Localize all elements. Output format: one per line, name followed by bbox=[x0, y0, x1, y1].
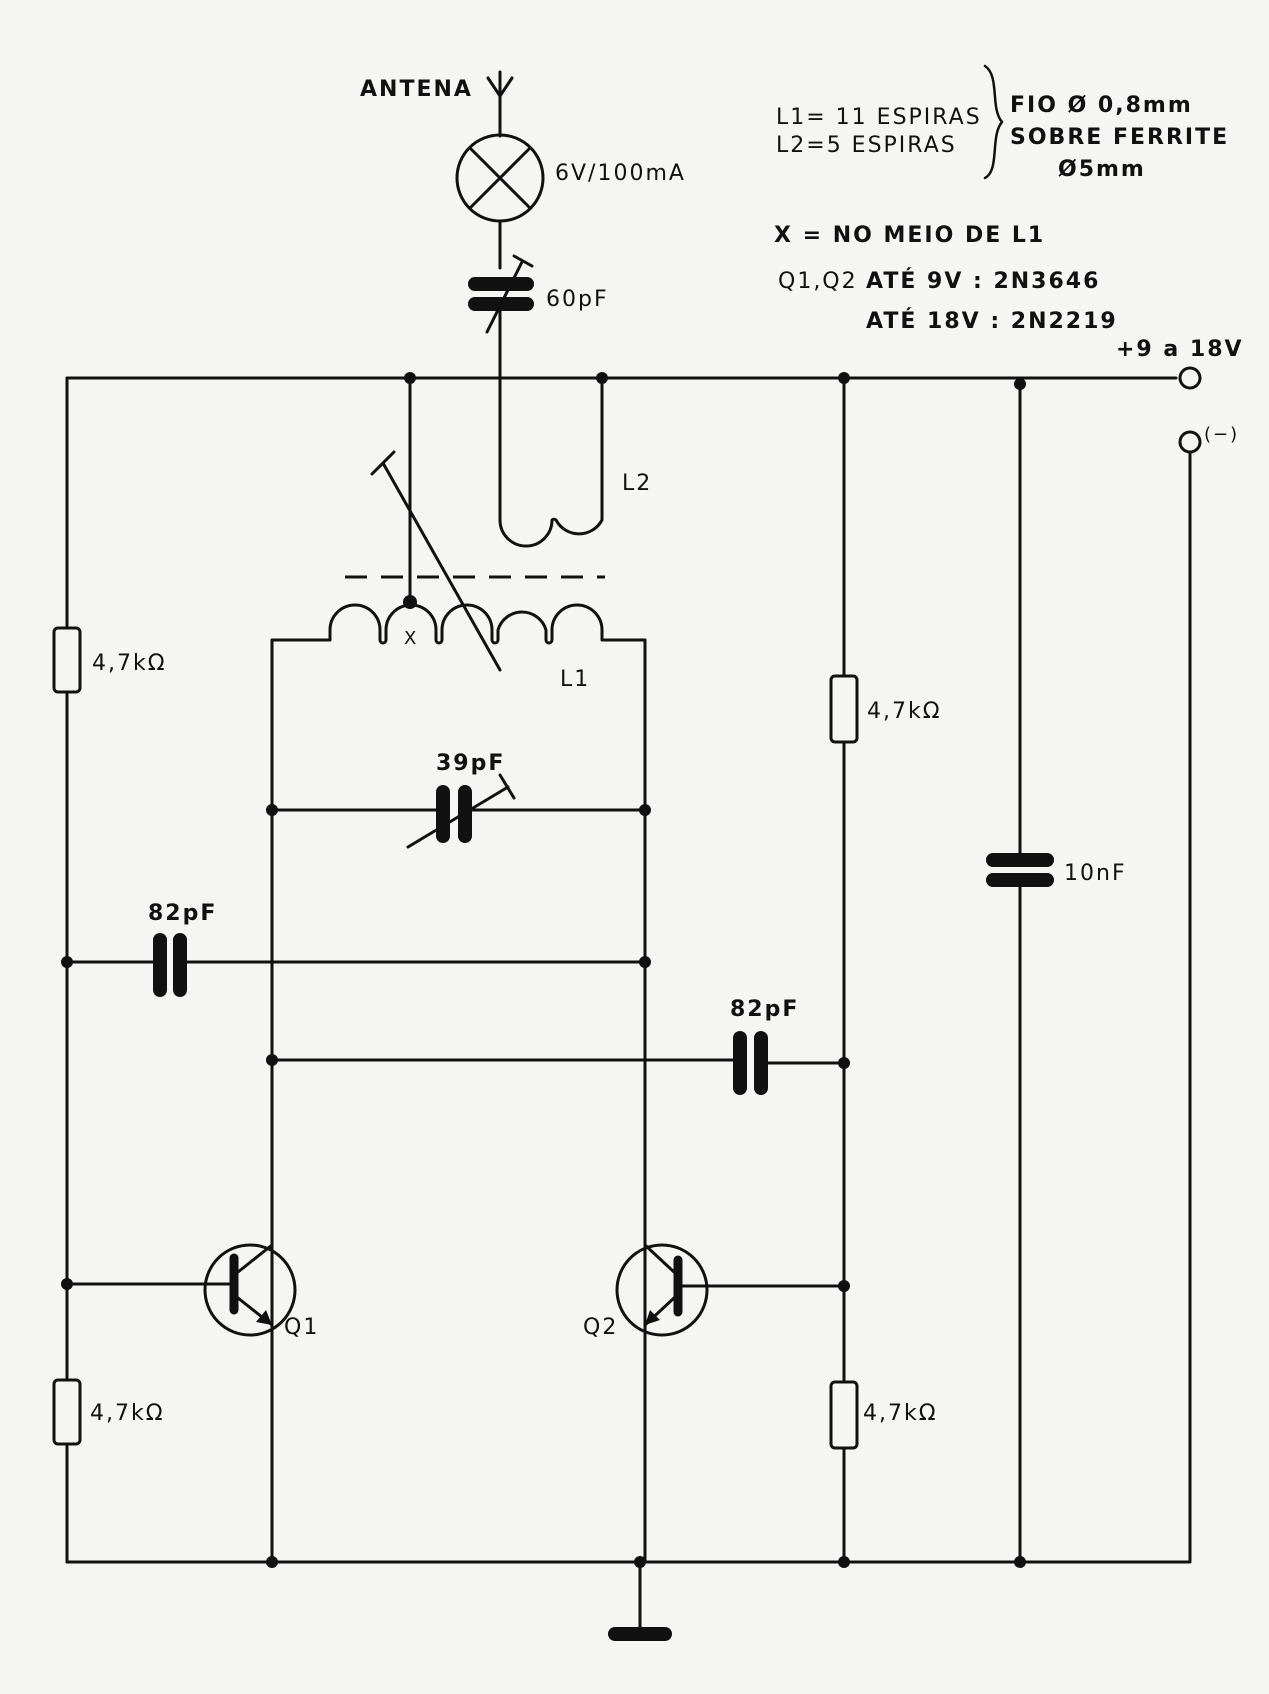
resistor-r1 bbox=[52, 626, 82, 694]
resistor-r2 bbox=[829, 674, 859, 744]
junction-dot bbox=[1014, 1556, 1026, 1568]
antenna-label: ANTENA bbox=[360, 77, 473, 102]
brace bbox=[983, 64, 1004, 180]
l2-label: L2 bbox=[622, 471, 652, 496]
tap-x-label: X bbox=[404, 628, 418, 649]
coupling-capacitor-1 bbox=[65, 933, 647, 997]
transistor-q2 bbox=[615, 1058, 846, 1564]
trimmer-60pf-label: 60pF bbox=[546, 287, 609, 312]
bypass-capacitor-label: 10nF bbox=[1064, 861, 1127, 886]
negative-supply-label: (−) bbox=[1204, 424, 1239, 445]
junction-dot bbox=[61, 1278, 73, 1290]
bypass-capacitor bbox=[986, 382, 1054, 1564]
inductor-l1 bbox=[270, 603, 647, 645]
resistor-r4 bbox=[829, 1380, 859, 1450]
trimmer-capacitor-60pf bbox=[468, 254, 534, 522]
coil-notes: L1= 11 ESPIRAS L2=5 ESPIRAS FIO Ø 0,8mm … bbox=[776, 64, 1229, 182]
resistor-r3-label: 4,7kΩ bbox=[90, 1401, 165, 1426]
q1-label: Q1 bbox=[284, 1315, 319, 1340]
negative-terminal[interactable] bbox=[1178, 430, 1202, 454]
note-transistor-9v: ATÉ 9V : 2N3646 bbox=[866, 268, 1100, 294]
q2-label: Q2 bbox=[583, 1315, 618, 1340]
ground-symbol bbox=[608, 1560, 672, 1641]
junction-dot bbox=[838, 1556, 850, 1568]
junction-dot bbox=[639, 956, 651, 968]
coupling-capacitor-1-label: 82pF bbox=[148, 901, 217, 926]
positive-terminal[interactable] bbox=[1178, 366, 1202, 390]
transistor-q1 bbox=[65, 1058, 297, 1564]
resistor-r2-label: 4,7kΩ bbox=[867, 699, 942, 724]
note-wire: FIO Ø 0,8mm bbox=[1010, 93, 1193, 118]
coupling-capacitor-2 bbox=[270, 1031, 846, 1095]
note-core-diameter: Ø5mm bbox=[1058, 157, 1146, 182]
positive-supply-label: +9 a 18V bbox=[1116, 337, 1244, 362]
l1-label: L1 bbox=[560, 667, 590, 692]
negative-rail bbox=[65, 450, 1192, 1564]
note-transistor-prefix: Q1,Q2 bbox=[778, 269, 858, 294]
junction-dot bbox=[639, 804, 651, 816]
trimmer-capacitor-39pf bbox=[270, 773, 647, 849]
resistor-r1-label: 4,7kΩ bbox=[92, 651, 167, 676]
note-l2-turns: L2=5 ESPIRAS bbox=[776, 133, 957, 158]
junction-dot bbox=[266, 1556, 278, 1568]
note-core: SOBRE FERRITE bbox=[1010, 125, 1229, 150]
lamp-label: 6V/100mA bbox=[555, 161, 686, 186]
note-transistor-18v: ATÉ 18V : 2N2219 bbox=[866, 308, 1118, 334]
junction-dot bbox=[266, 804, 278, 816]
note-tap: X = NO MEIO DE L1 bbox=[774, 223, 1045, 248]
note-l1-turns: L1= 11 ESPIRAS bbox=[776, 105, 982, 130]
coupling-capacitor-2-label: 82pF bbox=[730, 997, 799, 1022]
junction-dot bbox=[838, 1280, 850, 1292]
inductor-l2 bbox=[498, 376, 604, 548]
variable-inductor-arrow bbox=[370, 450, 502, 672]
resistor-r4-label: 4,7kΩ bbox=[863, 1401, 938, 1426]
lamp-symbol bbox=[455, 133, 545, 270]
antenna-symbol bbox=[486, 70, 514, 138]
junction-dot bbox=[61, 956, 73, 968]
trimmer-39pf-label: 39pF bbox=[436, 751, 505, 776]
resistor-r3 bbox=[52, 1378, 82, 1446]
